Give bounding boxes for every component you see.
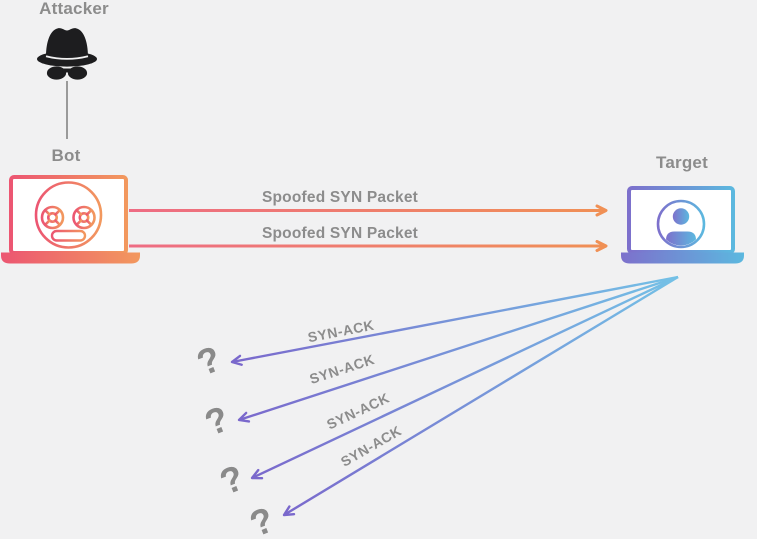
user-icon <box>656 199 706 249</box>
synack-arrow-2 <box>237 275 679 423</box>
syn-packet-label-1: Spoofed SYN Packet <box>261 189 419 206</box>
user-head <box>672 208 690 225</box>
bot-laptop-base <box>1 252 140 264</box>
spy-mask-bridge <box>62 68 72 73</box>
spy-hat-band <box>45 55 89 60</box>
spy-icon <box>37 28 97 80</box>
bot-label: Bot <box>51 146 81 165</box>
bot-laptop-icon <box>1 175 140 264</box>
robot-mouth <box>50 229 87 242</box>
attacker-label: Attacker <box>39 0 109 18</box>
target-label: Target <box>656 153 708 172</box>
syn-packet-label-2: Spoofed SYN Packet <box>261 225 419 242</box>
user-laptop-icon <box>621 186 744 264</box>
robot-left-eye <box>40 205 65 230</box>
synack-arrow-4 <box>282 275 679 517</box>
synack-arrow-1 <box>230 275 679 366</box>
spy-mask-left-lens <box>46 66 67 80</box>
target-laptop-base <box>621 252 744 264</box>
robot-right-eye <box>72 205 96 230</box>
spy-mask-right-lens <box>67 66 88 80</box>
spy-hat-crown <box>46 28 88 57</box>
robot-face-icon <box>34 181 103 249</box>
synack-arrow-3 <box>250 275 679 480</box>
